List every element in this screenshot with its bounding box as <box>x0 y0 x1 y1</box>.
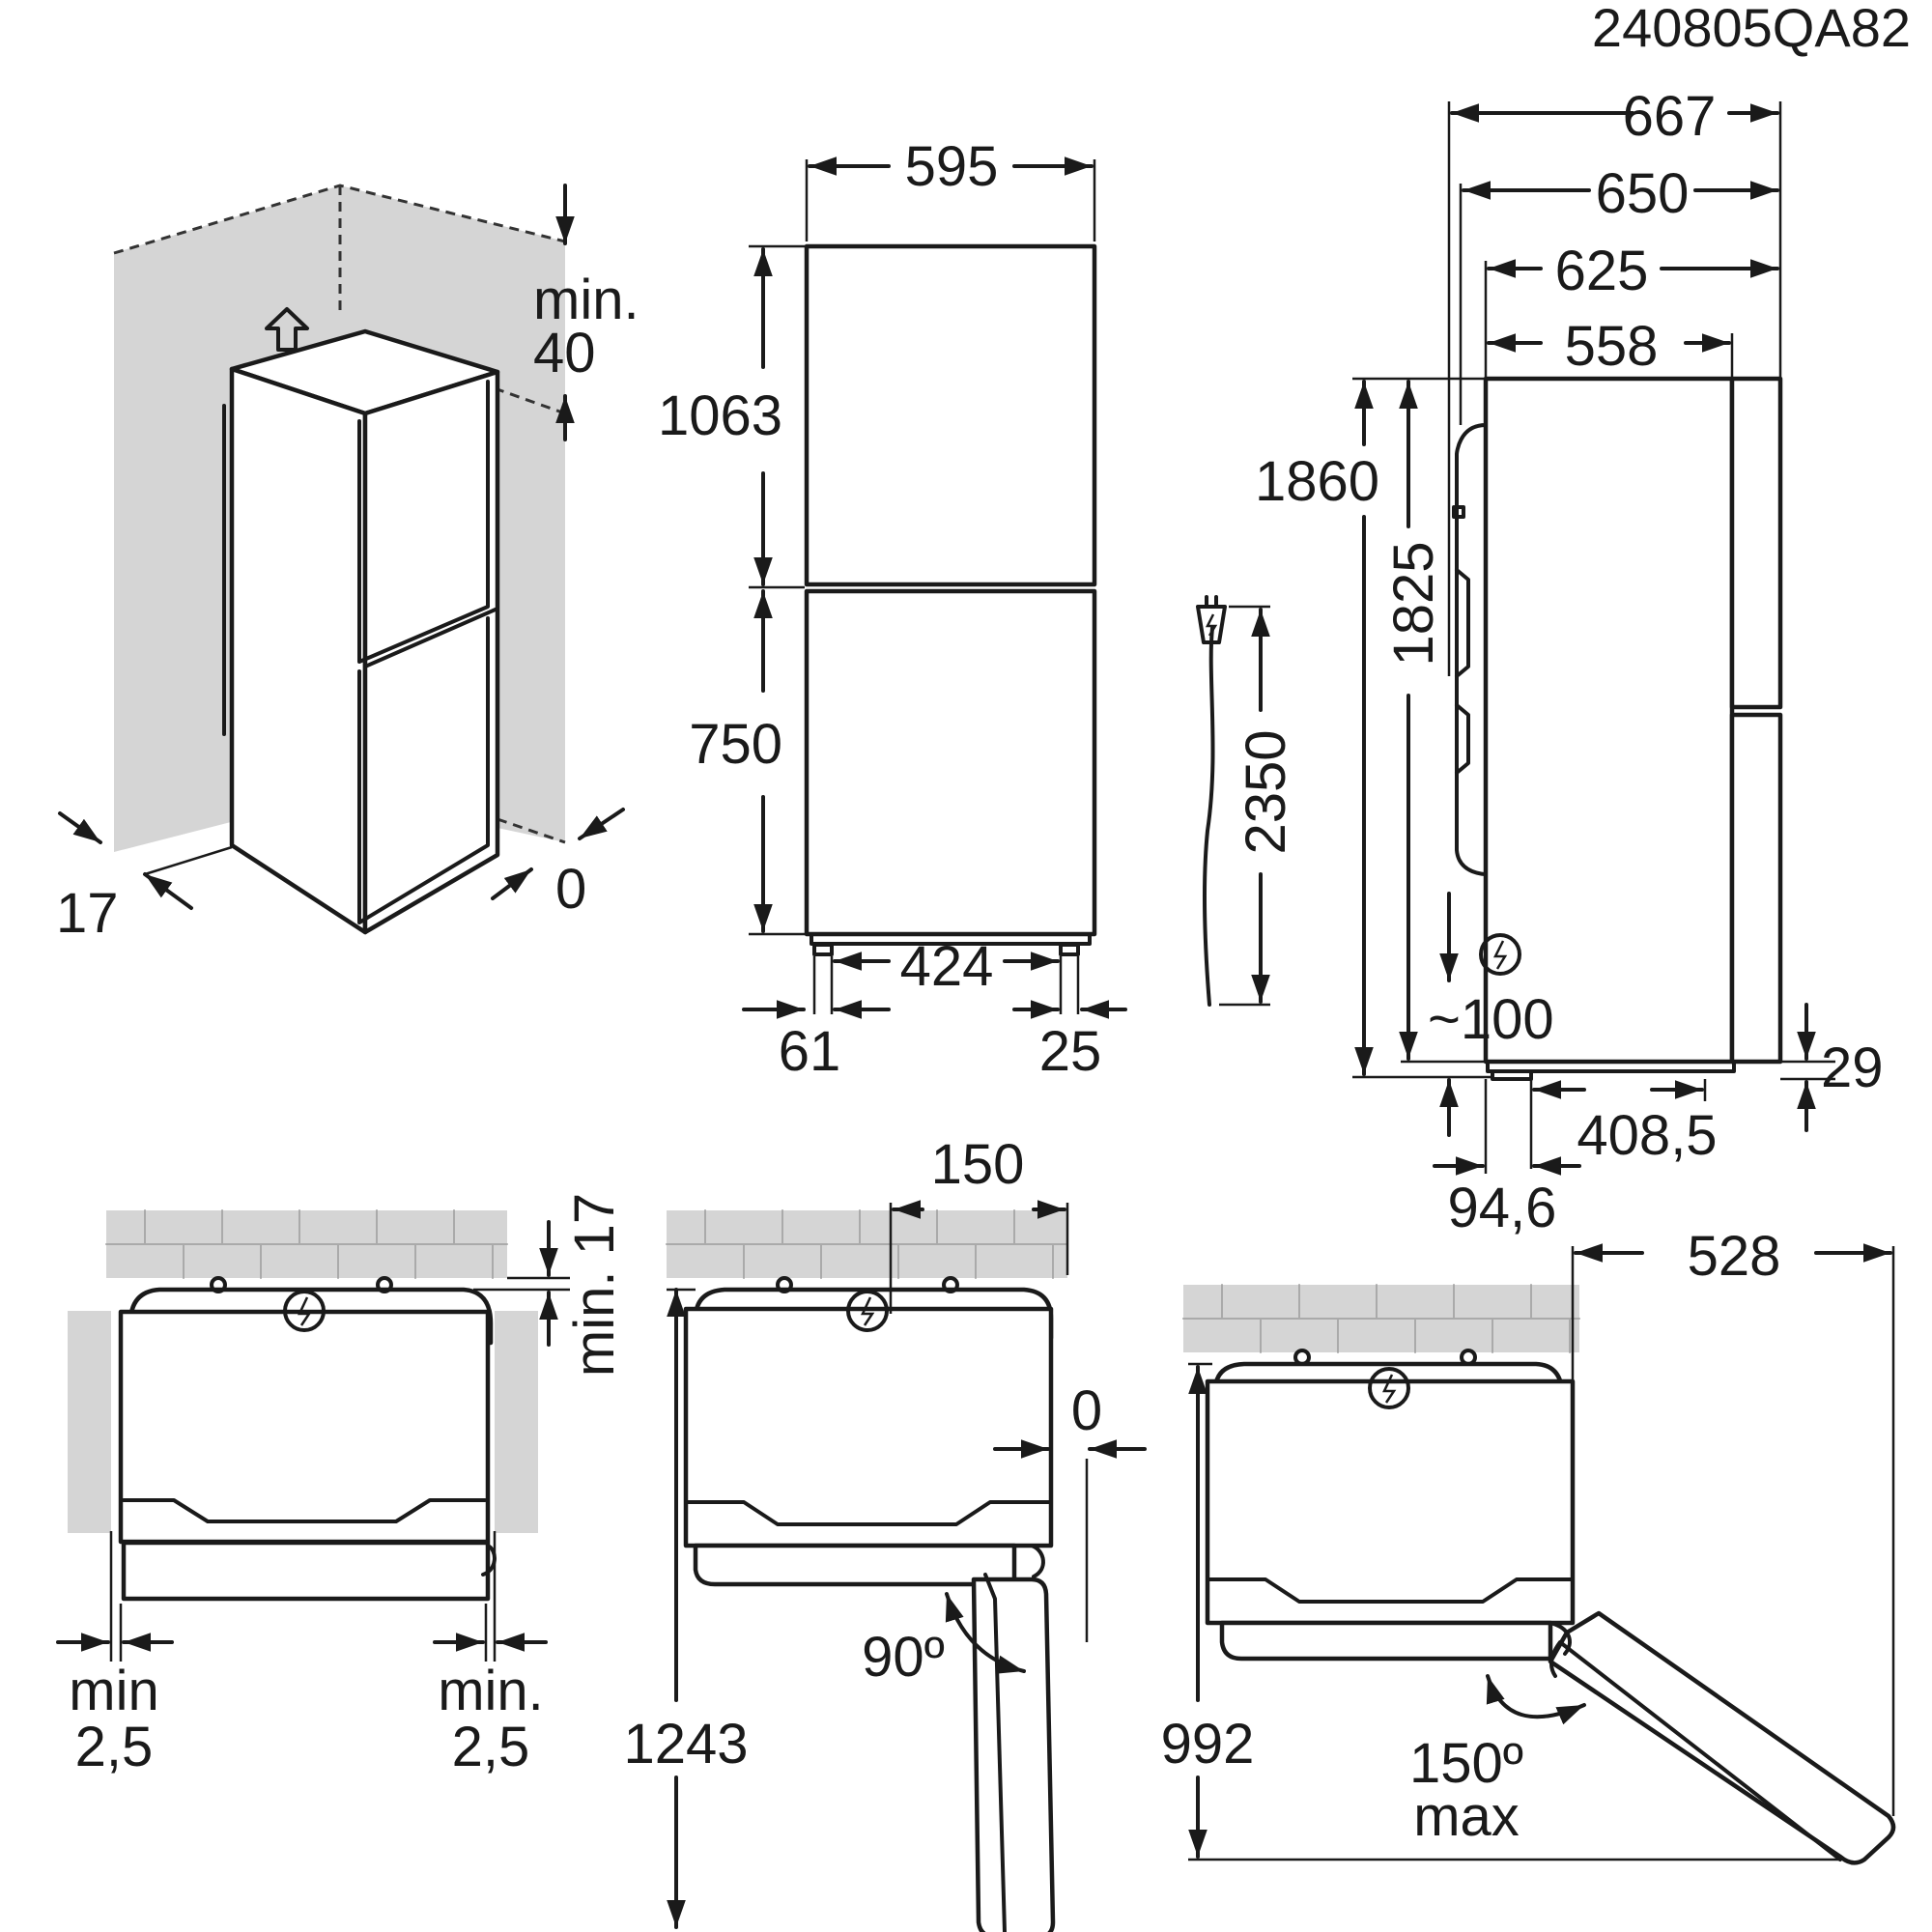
fridge-door <box>804 588 1097 937</box>
top-view-150-door: 528 150º max 992 <box>1161 1225 1896 1865</box>
side-view: 667 650 625 558 1860 1825 ~100 29 <box>1255 85 1884 1239</box>
freezer-door <box>804 243 1097 587</box>
foot-depth-label: 408,5 <box>1577 1104 1717 1167</box>
depth-label: 1243 <box>623 1713 748 1776</box>
depth-total-label: 667 <box>1623 85 1717 148</box>
foot-height-label: 29 <box>1821 1037 1884 1099</box>
cable-line <box>1202 626 1215 1007</box>
right-gap-label: min. <box>438 1660 544 1722</box>
power-socket-icon <box>1479 933 1521 976</box>
power-socket-icon <box>846 1290 889 1332</box>
front-view: 595 1063 750 424 61 25 <box>658 135 1127 1083</box>
cable-length-label: 2350 <box>1235 729 1297 854</box>
cabinet-side <box>1483 376 1735 1065</box>
cabinet-top <box>118 1309 491 1545</box>
perspective-view: min. 40 17 0 <box>56 184 639 945</box>
offset-label: 150 <box>931 1133 1025 1196</box>
angle-note: max <box>1413 1785 1520 1848</box>
left-gap-label: min <box>69 1660 158 1722</box>
angle-label: 90º <box>862 1626 945 1689</box>
cabinet-top <box>1205 1378 1576 1626</box>
fridge-door-side <box>1729 712 1783 1065</box>
side-gap-label: 0 <box>1071 1379 1102 1442</box>
cabinet-top <box>683 1306 1054 1548</box>
rear-clearance-label: 0 <box>555 858 586 921</box>
power-socket-icon <box>1368 1367 1410 1409</box>
lower-height-label: 750 <box>689 713 782 776</box>
right-offset-label: 25 <box>1039 1020 1102 1083</box>
width-label: 595 <box>905 135 999 198</box>
top-view-clearances: min. 17 min 2,5 min. 2,5 <box>56 1193 626 1778</box>
drawing-code: 240805QA82 <box>1592 0 1911 58</box>
door-top <box>121 1540 491 1602</box>
open-door <box>1548 1610 1896 1865</box>
ventilation-arrow-icon <box>265 307 309 352</box>
power-cable: 2350 <box>1196 595 1297 1007</box>
depth-650-label: 650 <box>1596 162 1690 225</box>
height-body-label: 1825 <box>1382 541 1445 666</box>
side-clearance-label: 17 <box>56 882 119 945</box>
upper-height-label: 1063 <box>658 384 782 447</box>
front-offset-label: 94,6 <box>1448 1177 1557 1239</box>
right-gap-value: 2,5 <box>452 1716 530 1778</box>
depth-625-label: 625 <box>1555 240 1649 302</box>
width-label: 528 <box>1688 1225 1781 1288</box>
top-clearance-value: 40 <box>533 322 596 384</box>
foot-spacing-label: 424 <box>900 935 994 998</box>
rear-gap-label: min. 17 <box>563 1193 626 1377</box>
power-socket-icon <box>283 1290 326 1332</box>
height-total-label: 1860 <box>1255 450 1379 513</box>
top-clearance-label: min. <box>533 269 639 331</box>
left-offset-label: 61 <box>779 1020 841 1083</box>
fridge-side <box>229 366 368 935</box>
depth-558-label: 558 <box>1565 315 1659 378</box>
open-door <box>971 1577 1056 1932</box>
plug-height-label: ~100 <box>1428 988 1554 1051</box>
fridge-front <box>362 369 500 935</box>
freezer-door-side <box>1729 376 1783 710</box>
depth-label: 992 <box>1161 1713 1255 1776</box>
top-view-90-door: 150 0 90º 1243 <box>623 1133 1147 1932</box>
left-gap-value: 2,5 <box>75 1716 154 1778</box>
angle-label: 150º <box>1409 1732 1523 1795</box>
